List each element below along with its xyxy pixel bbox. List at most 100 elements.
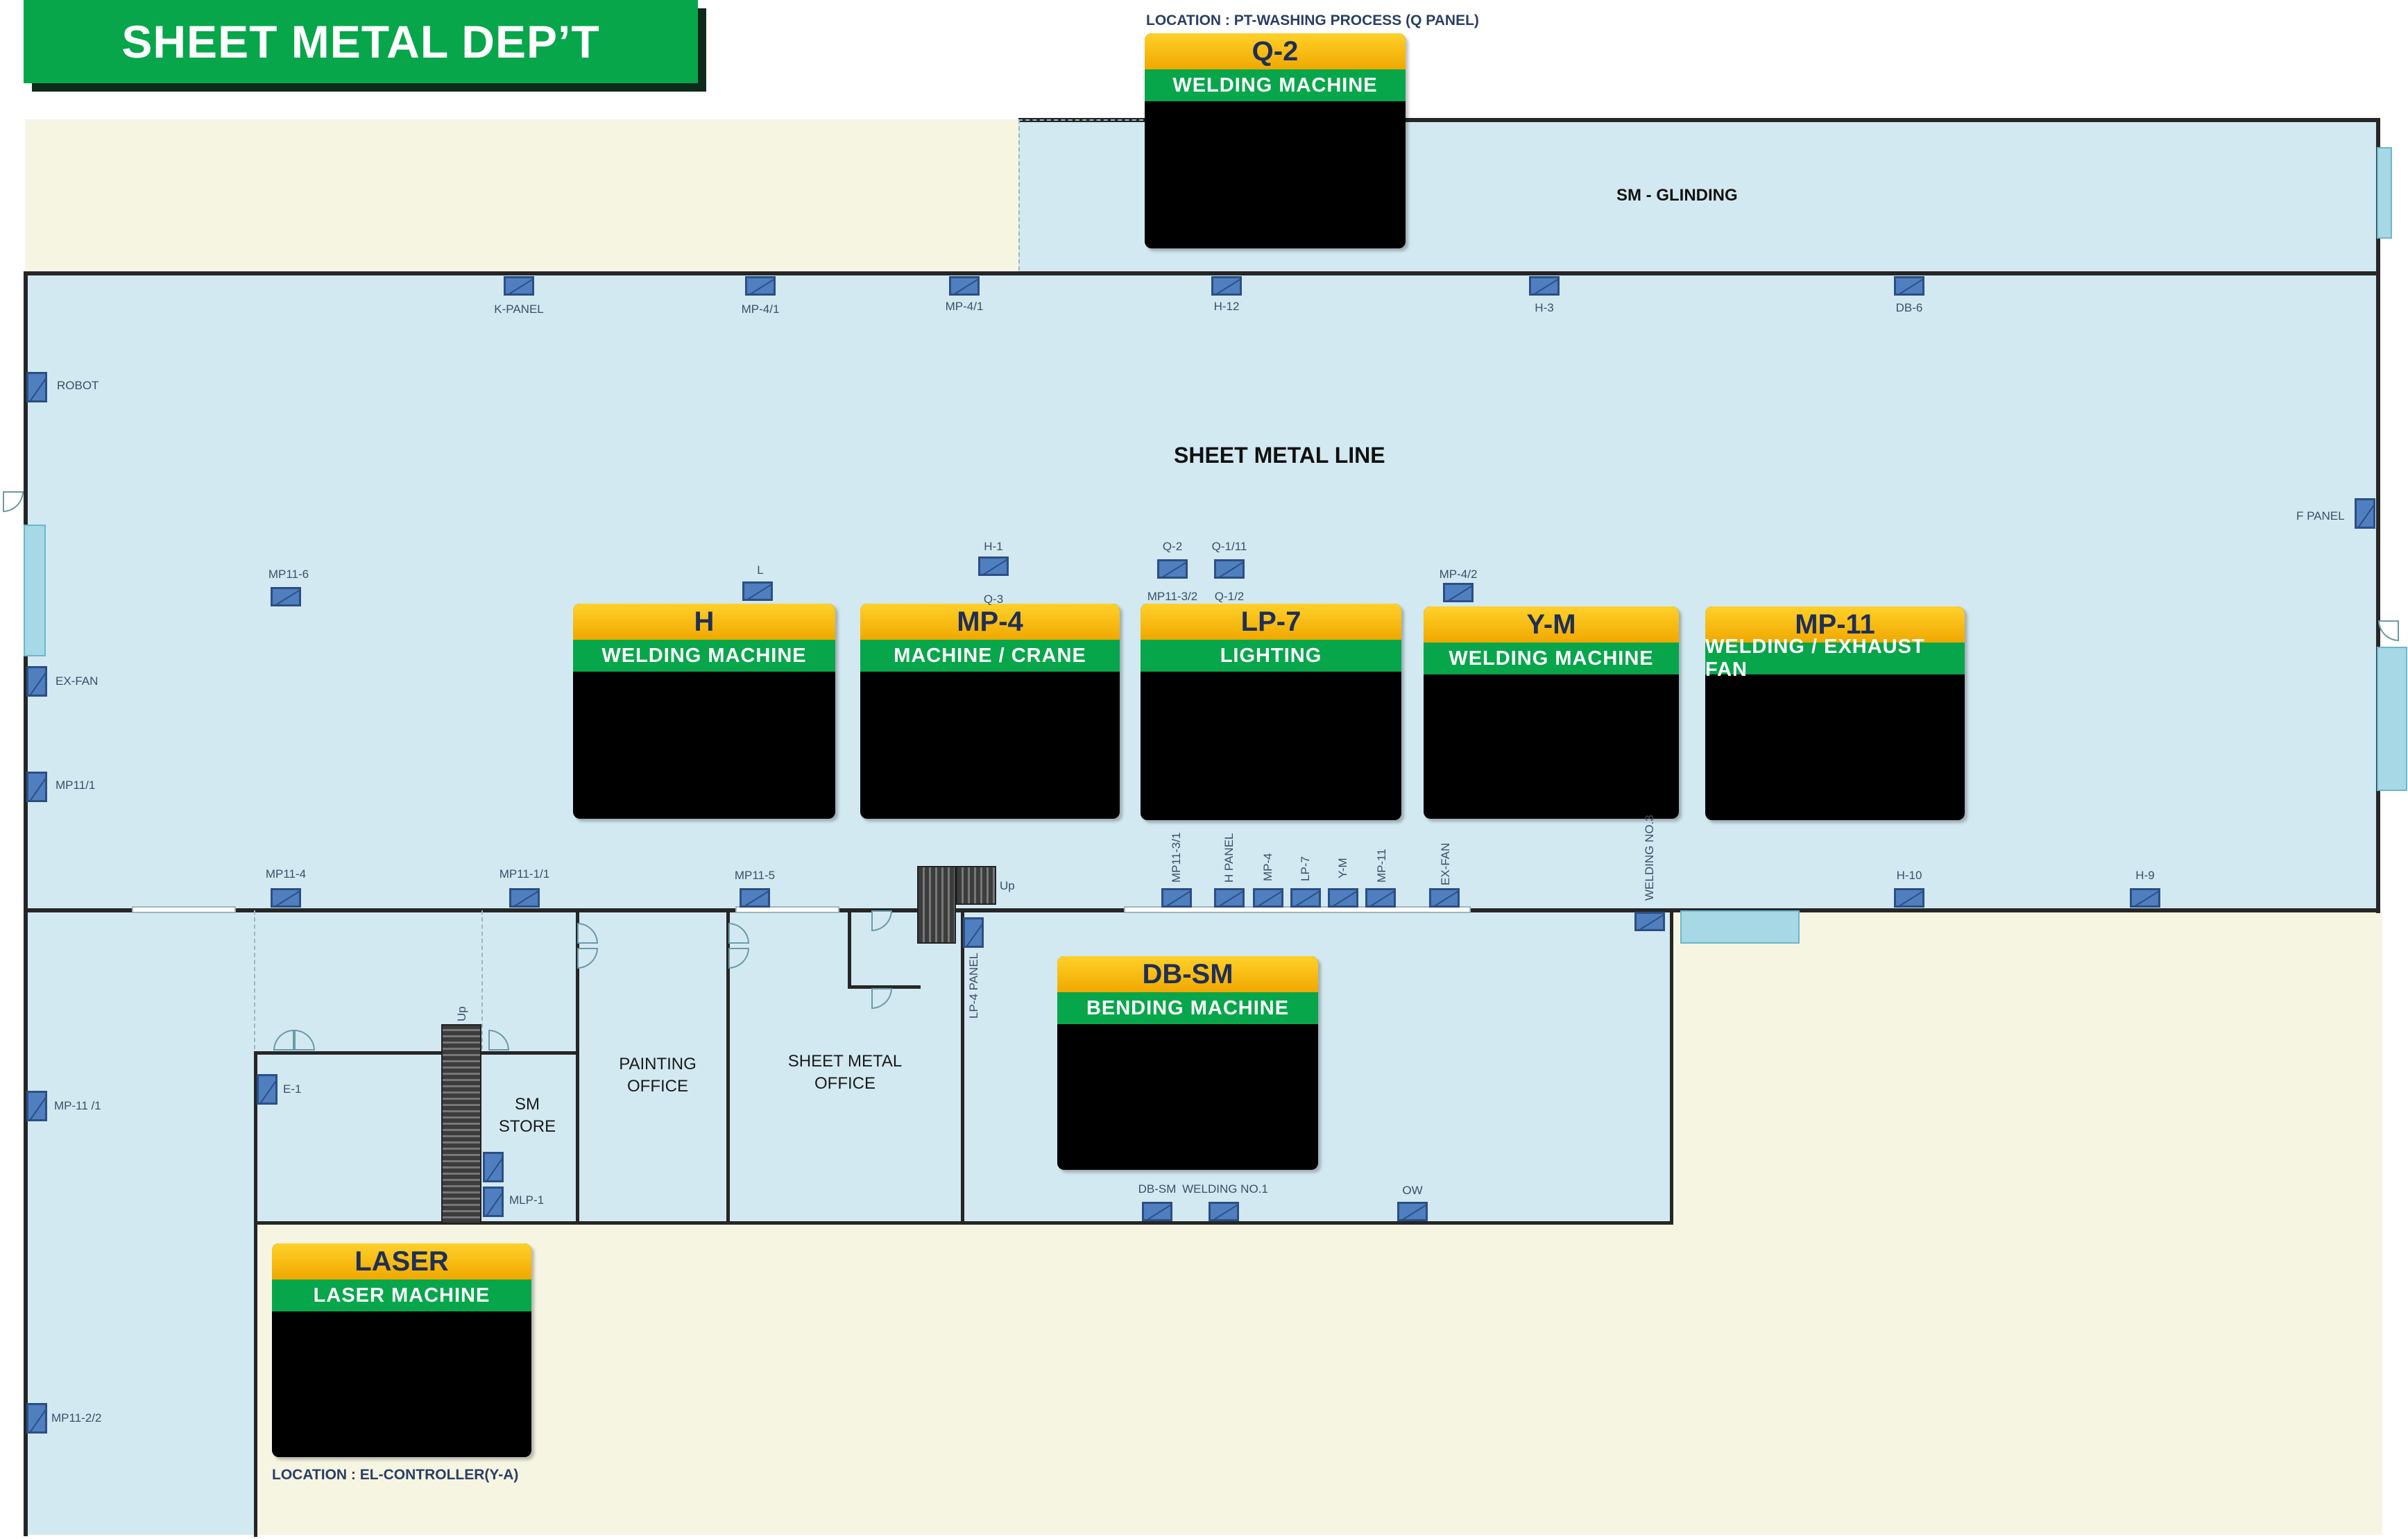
title-banner: SHEET METAL DEP’T	[24, 0, 698, 83]
panel-label: H-1	[984, 540, 1003, 553]
electrical-panel[interactable]	[26, 1091, 47, 1121]
electrical-panel[interactable]	[1211, 276, 1242, 296]
yard-top-left	[25, 119, 1018, 271]
wall	[2376, 118, 2380, 913]
card-title: LASER	[272, 1243, 531, 1279]
electrical-panel[interactable]	[509, 888, 540, 908]
electrical-panel[interactable]	[271, 587, 301, 606]
electrical-panel[interactable]	[1142, 1202, 1172, 1221]
sm-store-label: SM STORE	[498, 1095, 556, 1136]
card-ym: Y-M WELDING MACHINE	[1424, 606, 1679, 819]
electrical-panel[interactable]	[1157, 559, 1188, 579]
electrical-panel[interactable]	[1529, 276, 1560, 296]
electrical-panel[interactable]	[1894, 276, 1924, 296]
page-title: SHEET METAL DEP’T	[121, 16, 600, 67]
sheet-metal-office-label: SHEET METAL OFFICE	[787, 1052, 903, 1093]
panel-label: Q-1/11	[1211, 540, 1247, 553]
panel-label: H-9	[2135, 869, 2155, 882]
electrical-panel[interactable]	[26, 666, 47, 697]
card-subtitle: LIGHTING	[1141, 640, 1401, 672]
panel-label: MP-11 /1	[54, 1099, 101, 1112]
card-subtitle: WELDING / EXHAUST FAN	[1705, 636, 1965, 681]
wall	[24, 271, 28, 1536]
wall	[848, 910, 851, 988]
lower-left-corridor	[25, 910, 255, 1535]
panel-label: E-1	[283, 1082, 302, 1096]
electrical-panel[interactable]	[742, 581, 773, 601]
window	[735, 906, 839, 913]
dashed-partition	[1018, 119, 1020, 271]
card-h: H WELDING MACHINE	[573, 604, 835, 819]
electrical-panel[interactable]	[1161, 888, 1192, 908]
panel-label: MP11-5	[734, 869, 776, 882]
stairs	[441, 1024, 481, 1224]
electrical-panel[interactable]	[504, 276, 534, 296]
electrical-panel[interactable]	[949, 276, 980, 296]
electrical-panel[interactable]	[257, 1074, 277, 1105]
yard-bottom-right	[1672, 910, 2382, 1535]
card-title: H	[573, 604, 835, 640]
door	[2378, 620, 2399, 641]
stairs-up-label: Up	[455, 1006, 468, 1021]
electrical-panel[interactable]	[1290, 888, 1321, 908]
stairs	[917, 866, 956, 944]
wall	[24, 271, 2380, 275]
electrical-panel[interactable]	[745, 276, 776, 296]
panel-label: F PANEL	[2296, 509, 2345, 522]
wall	[848, 985, 921, 989]
sheet-metal-line-label: SHEET METAL LINE	[1174, 443, 1385, 468]
panel-label: WELDING NO.1	[1182, 1182, 1268, 1196]
electrical-panel[interactable]	[1429, 888, 1460, 908]
electrical-panel[interactable]	[1634, 912, 1665, 931]
electrical-panel[interactable]	[26, 372, 47, 402]
electrical-panel[interactable]	[2130, 888, 2160, 908]
panel-label: MP11-3/1	[1170, 832, 1183, 883]
panel-label: MP11-4	[265, 867, 307, 881]
card-title: LP-7	[1141, 604, 1401, 640]
panel-label: DB-SM	[1138, 1182, 1177, 1196]
window	[2377, 647, 2407, 791]
stairs	[956, 866, 996, 905]
card-laser: LASER LASER MACHINE	[272, 1243, 531, 1457]
electrical-panel[interactable]	[978, 556, 1009, 576]
card-title: Y-M	[1424, 606, 1679, 643]
panel-label: LP-4 PANEL	[967, 952, 980, 1019]
card-title: MP-4	[860, 604, 1120, 640]
electrical-panel[interactable]	[271, 888, 301, 908]
electrical-panel[interactable]	[1253, 888, 1283, 908]
electrical-panel[interactable]	[1209, 1202, 1239, 1221]
electrical-panel[interactable]	[483, 1152, 504, 1182]
electrical-panel[interactable]	[1894, 888, 1924, 908]
panel-label: MP11-1/1	[499, 867, 550, 881]
panel-label: Q-2	[1162, 540, 1183, 553]
electrical-panel[interactable]	[483, 1187, 504, 1217]
panel-label: MP-11	[1375, 849, 1388, 883]
electrical-panel[interactable]	[1443, 583, 1474, 602]
electrical-panel[interactable]	[2355, 498, 2375, 529]
wall	[576, 910, 579, 1224]
stairs-up-label: Up	[1000, 879, 1015, 892]
panel-label: LP-7	[1299, 856, 1312, 881]
card-subtitle: WELDING MACHINE	[573, 640, 835, 672]
electrical-panel[interactable]	[1214, 559, 1245, 579]
door	[3, 491, 24, 512]
wall	[961, 910, 964, 1224]
panel-label: L	[757, 563, 764, 577]
electrical-panel[interactable]	[1214, 888, 1245, 908]
electrical-panel[interactable]	[740, 888, 770, 908]
electrical-panel[interactable]	[26, 772, 47, 802]
electrical-panel[interactable]	[963, 917, 984, 948]
electrical-panel[interactable]	[1365, 888, 1396, 908]
panel-label: DB-6	[1895, 301, 1923, 314]
electrical-panel[interactable]	[1397, 1202, 1428, 1221]
panel-label: MP11-3/2	[1147, 590, 1198, 603]
panel-label: H-10	[1896, 869, 1922, 882]
electrical-panel[interactable]	[26, 1403, 47, 1434]
panel-label: ROBOT	[57, 379, 99, 392]
electrical-panel[interactable]	[1328, 888, 1358, 908]
card-title: Q-2	[1145, 33, 1406, 69]
panel-label: MP11-6	[268, 568, 309, 581]
dashed-partition	[1018, 119, 1143, 121]
wall	[254, 1051, 257, 1537]
panel-label: OW	[1402, 1184, 1423, 1197]
